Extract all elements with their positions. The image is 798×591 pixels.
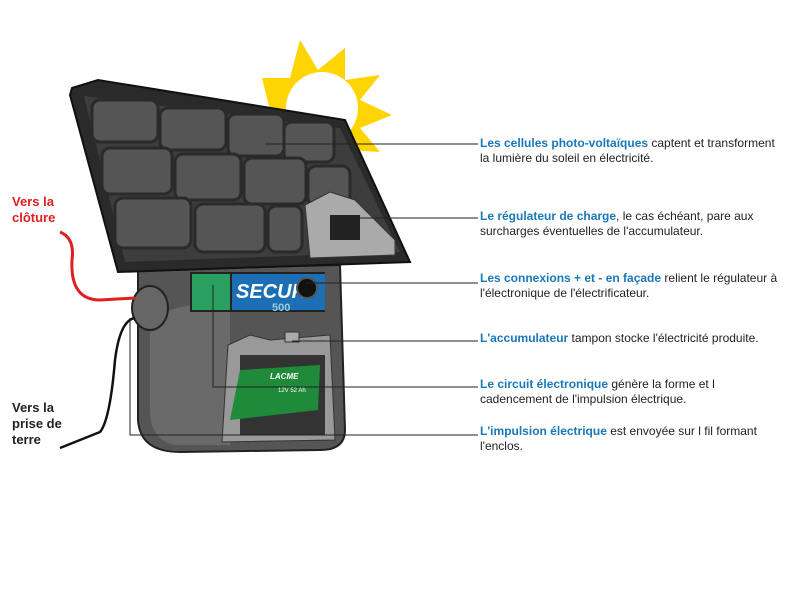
battery-terminal <box>284 331 300 343</box>
callout-battery: L'accumulateur tampon stocke l'électrici… <box>480 331 759 345</box>
circuit-board <box>192 274 230 310</box>
callout-charge-regulator: Le régulateur de charge, le cas échéant,… <box>480 209 754 238</box>
battery-capacity: 12V 52 Ah <box>278 388 306 394</box>
battery <box>230 365 320 420</box>
fence-wire <box>59 230 136 302</box>
ground-wire <box>59 316 136 450</box>
callout-photovoltaic-cells: Les cellules photo-voltaïques captent et… <box>480 136 775 165</box>
label-to-ground: Vers la prise de terre <box>12 400 62 447</box>
energizer-body: LACME 12V 52 Ah SECUR 500 <box>131 263 347 454</box>
product-model: 500 <box>272 302 290 314</box>
leader-lines <box>129 143 478 436</box>
callout-front-connections: Les connexions + et - en façade relient … <box>480 271 778 300</box>
charge-regulator <box>330 215 360 240</box>
callout-electronic-circuit: Le circuit électronique génère la forme … <box>480 377 715 406</box>
callout-electric-pulse: L'impulsion électrique est envoyée sur l… <box>480 424 757 453</box>
connector-knob <box>296 277 318 299</box>
battery-brand: LACME <box>270 372 299 381</box>
label-to-fence: Vers la clôture <box>12 194 56 225</box>
product-name: SECUR <box>236 281 307 303</box>
solar-panel <box>68 78 412 274</box>
terminal-post <box>131 285 169 331</box>
